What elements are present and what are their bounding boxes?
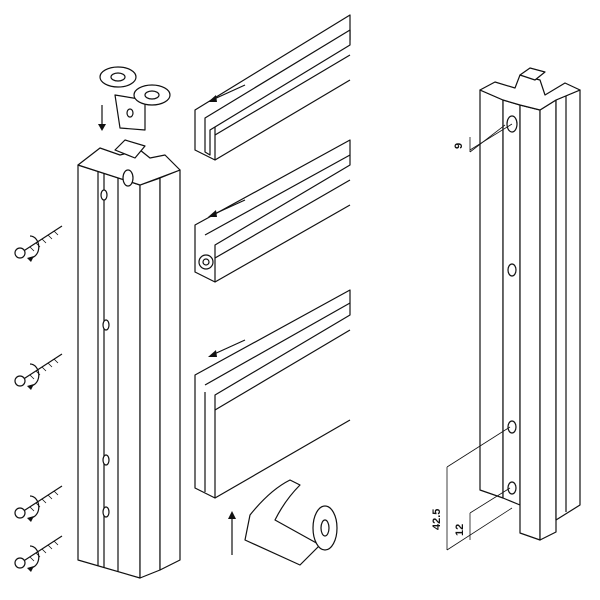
screw (14, 353, 63, 390)
screw (14, 225, 63, 262)
dimension-9: 9 (453, 143, 465, 149)
arrow-left-icons (208, 84, 246, 357)
arrow-down-icon (98, 105, 106, 131)
dimension-12: 12 (454, 524, 466, 536)
screw (14, 535, 63, 572)
rail-middle (194, 139, 351, 283)
left-profile-post (77, 139, 181, 579)
screw (14, 485, 63, 522)
dimension-42-5: 42.5 (431, 509, 443, 530)
screws (14, 225, 63, 572)
roller-bracket (228, 479, 338, 566)
dimension-lines (446, 123, 513, 551)
guide-pins (99, 66, 171, 131)
right-profile-post (479, 67, 581, 541)
rail-bottom (194, 289, 351, 499)
rail-top (194, 14, 351, 161)
